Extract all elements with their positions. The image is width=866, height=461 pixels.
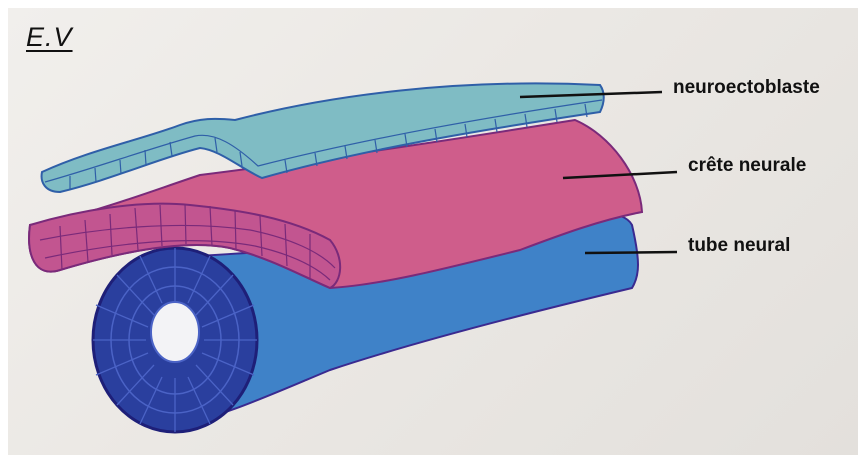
label-neuroectoblast: neuroectoblaste: [673, 77, 820, 98]
leader-line-neuroectoblast: [519, 90, 663, 99]
leader-line-neural-tube: [584, 250, 678, 255]
neuroectoblast-sheet: [40, 82, 605, 194]
leader-line-neural-crest: [562, 170, 678, 180]
neuroectoblast-cell-row: [44, 99, 603, 189]
neural-crest-cells: [28, 202, 342, 290]
label-neural-tube: tube neural: [688, 235, 791, 256]
label-neural-crest: crête neurale: [688, 155, 807, 176]
neural-tube-cross-section: [91, 246, 259, 434]
author-signature: E.V: [26, 22, 73, 52]
neural-tube-lumen: [150, 301, 200, 363]
